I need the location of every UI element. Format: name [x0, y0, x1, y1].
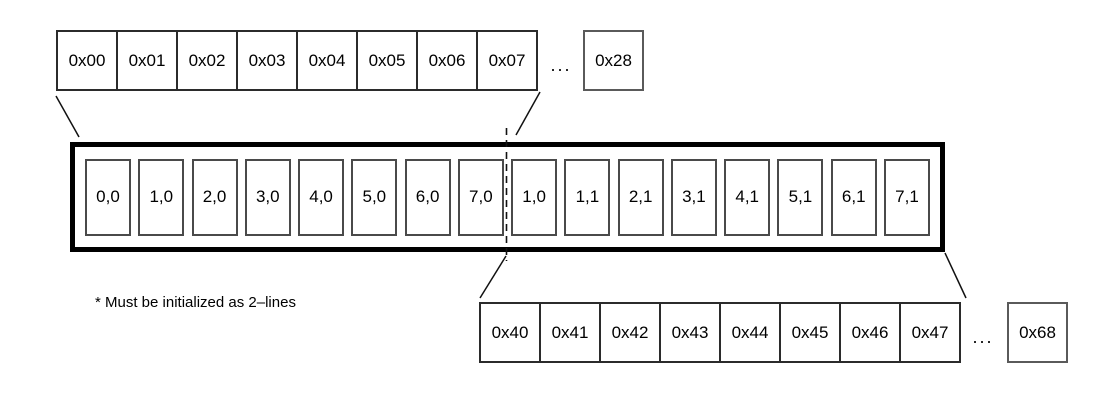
- cache-word-cell: 5,0: [351, 158, 398, 236]
- connector-top-left: [55, 95, 80, 138]
- memory-row-top: 0x00 0x01 0x02 0x03 0x04 0x05 0x06 0x07: [56, 30, 538, 91]
- connector-bottom-left: [479, 255, 507, 299]
- address-cell: 0x00: [56, 30, 118, 91]
- cache-word-cell: 1,0: [511, 158, 558, 236]
- cache-word-cell: 2,1: [617, 158, 664, 236]
- address-cell: 0x44: [719, 302, 781, 363]
- address-cell: 0x43: [659, 302, 721, 363]
- address-cell: 0x41: [539, 302, 601, 363]
- address-cell: 0x05: [356, 30, 418, 91]
- cache-word-cell: 5,1: [777, 158, 824, 236]
- footnote: * Must be initialized as 2–lines: [95, 294, 296, 311]
- address-cell: 0x02: [176, 30, 238, 91]
- ellipsis-bottom: ...: [972, 327, 994, 347]
- address-cell: 0x01: [116, 30, 178, 91]
- address-cell-tail-bottom: 0x68: [1007, 302, 1068, 363]
- address-cell: 0x07: [476, 30, 538, 91]
- cache-word-cell: 6,1: [830, 158, 877, 236]
- address-cell: 0x47: [899, 302, 961, 363]
- address-cell-tail-top: 0x28: [583, 30, 644, 91]
- cache-word-cell: 6,0: [404, 158, 451, 236]
- address-cell: 0x03: [236, 30, 298, 91]
- cache-word-cell: 1,1: [564, 158, 611, 236]
- cache-line-box: 0,0 1,0 2,0 3,0 4,0 5,0 6,0 7,0 1,0 1,1 …: [70, 142, 945, 252]
- connector-bottom-right: [944, 252, 967, 299]
- address-cell: 0x04: [296, 30, 358, 91]
- cache-word-cell: 1,0: [138, 158, 185, 236]
- address-cell: 0x45: [779, 302, 841, 363]
- cache-word-cell: 4,0: [298, 158, 345, 236]
- memory-row-bottom: 0x40 0x41 0x42 0x43 0x44 0x45 0x46 0x47: [479, 302, 961, 363]
- cache-word-cell: 2,0: [191, 158, 238, 236]
- ellipsis-top: ...: [550, 55, 572, 75]
- cache-word-cell: 7,1: [883, 158, 930, 236]
- cache-word-cell: 3,1: [670, 158, 717, 236]
- connector-top-right: [515, 91, 541, 136]
- cache-word-cell: 0,0: [85, 158, 131, 236]
- address-cell: 0x40: [479, 302, 541, 363]
- cache-word-cell: 3,0: [244, 158, 291, 236]
- address-cell: 0x06: [416, 30, 478, 91]
- cache-word-cell: 4,1: [724, 158, 771, 236]
- cache-word-cell: 7,0: [457, 158, 504, 236]
- address-cell: 0x42: [599, 302, 661, 363]
- address-cell: 0x46: [839, 302, 901, 363]
